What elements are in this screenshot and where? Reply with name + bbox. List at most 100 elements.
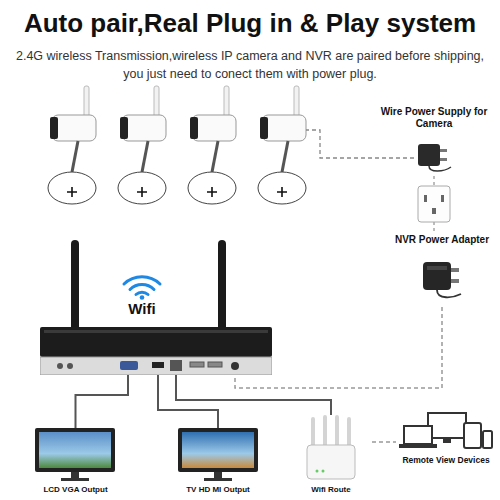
tablet xyxy=(464,423,481,448)
nvr-antenna xyxy=(71,244,79,328)
adapter-prong xyxy=(440,149,447,152)
nvr-top xyxy=(40,327,272,357)
camera-lens xyxy=(120,117,128,139)
device-illustration xyxy=(398,412,494,452)
socket-hole xyxy=(441,195,444,202)
wifi-arc xyxy=(124,277,160,284)
device-illustration xyxy=(40,327,272,375)
adapter-cable xyxy=(437,290,461,297)
power-adapter-icon xyxy=(414,138,454,174)
diagram-title: Auto pair,Real Plug in & Play system xyxy=(0,8,500,39)
device-label: Wifi xyxy=(102,300,182,318)
router-light xyxy=(316,470,319,473)
device-illustration xyxy=(417,254,467,302)
mount-plate xyxy=(118,172,166,204)
camera-lens xyxy=(50,117,58,139)
device-illustration xyxy=(35,428,115,482)
adapter-body xyxy=(423,262,451,290)
wifi-symbol xyxy=(120,272,164,300)
socket-hole xyxy=(432,208,436,214)
wifi-dot xyxy=(140,295,145,300)
device-node: Remote View Devices xyxy=(396,412,496,472)
adapter-cable xyxy=(429,166,451,171)
phone xyxy=(483,431,492,448)
wifi-arc xyxy=(136,292,148,294)
camera-bracket xyxy=(282,141,288,172)
camera-bracket xyxy=(212,141,218,172)
screw-symbol xyxy=(207,187,217,197)
camera xyxy=(188,86,236,204)
devices-icon xyxy=(398,412,494,452)
subtitle-note: 2.4G wireless Transmission,wireless IP c… xyxy=(12,47,488,83)
socket-plate xyxy=(418,186,450,222)
router-light xyxy=(322,470,325,473)
camera-power-wire xyxy=(306,130,414,158)
monitor-base xyxy=(61,478,89,481)
camera-bracket xyxy=(142,141,148,172)
router-body xyxy=(307,445,355,479)
device-node: Wifi Route xyxy=(290,415,372,496)
camera xyxy=(258,86,306,204)
screw-symbol xyxy=(67,187,77,197)
monitor-icon xyxy=(35,428,115,482)
laptop-base xyxy=(399,444,437,448)
device-node: LCD VGA Output xyxy=(28,428,123,496)
monitor-icon xyxy=(178,428,258,482)
nvr-highlight xyxy=(44,330,268,333)
camera-body xyxy=(122,115,166,141)
mount-plate xyxy=(188,172,236,204)
device-node: TV HD MI Output xyxy=(168,428,268,496)
router-icon xyxy=(301,415,361,483)
power-wire xyxy=(372,441,396,443)
wifi-arc xyxy=(130,285,154,290)
socket-hole xyxy=(424,195,427,202)
hdmi-port xyxy=(152,362,164,368)
monitor-screen xyxy=(39,432,111,468)
camera-lens xyxy=(190,117,198,139)
camera-body xyxy=(262,115,306,141)
adapter-prong xyxy=(451,268,459,272)
camera xyxy=(48,86,96,204)
monitor-screen xyxy=(182,432,254,468)
screw-symbol xyxy=(137,187,147,197)
desktop-stand xyxy=(443,438,451,443)
monitor-frame xyxy=(35,428,115,472)
adapter-prong xyxy=(440,158,447,161)
device-node: Wifi xyxy=(40,272,272,375)
router-antenna xyxy=(313,417,349,447)
port xyxy=(57,363,63,369)
port xyxy=(67,363,73,369)
device-label: LCD VGA Output xyxy=(28,485,123,495)
video-cable xyxy=(158,375,218,428)
adapter-highlight xyxy=(427,266,447,270)
monitor-frame xyxy=(178,428,258,472)
nvr-body xyxy=(40,327,272,375)
device-label: Wire Power Supply for Camera xyxy=(375,106,493,130)
device-label: TV HD MI Output xyxy=(168,485,268,495)
mount-plate xyxy=(258,172,306,204)
monitor-base xyxy=(204,478,232,481)
device-label: Wifi Route xyxy=(290,485,372,495)
vga-port xyxy=(120,361,138,370)
mount-plate xyxy=(48,172,96,204)
camera-body xyxy=(192,115,236,141)
usb-port xyxy=(208,362,222,367)
camera-bracket xyxy=(72,141,78,172)
camera-lens xyxy=(260,117,268,139)
device-illustration xyxy=(120,272,164,300)
monitor-stand xyxy=(214,472,222,478)
nvr-antenna xyxy=(218,244,226,328)
camera-body xyxy=(52,115,96,141)
screw-symbol xyxy=(277,187,287,197)
device-illustration xyxy=(414,138,454,174)
camera xyxy=(118,86,166,204)
nvr-rear-panel xyxy=(40,357,272,375)
video-cable xyxy=(76,375,129,428)
adapter-prong xyxy=(451,279,459,283)
power-port xyxy=(231,362,239,370)
wall-socket xyxy=(418,186,450,222)
device-illustration xyxy=(178,428,258,482)
device-node: Wire Power Supply for Camera xyxy=(375,106,493,176)
device-label: Remote View Devices xyxy=(396,455,496,466)
